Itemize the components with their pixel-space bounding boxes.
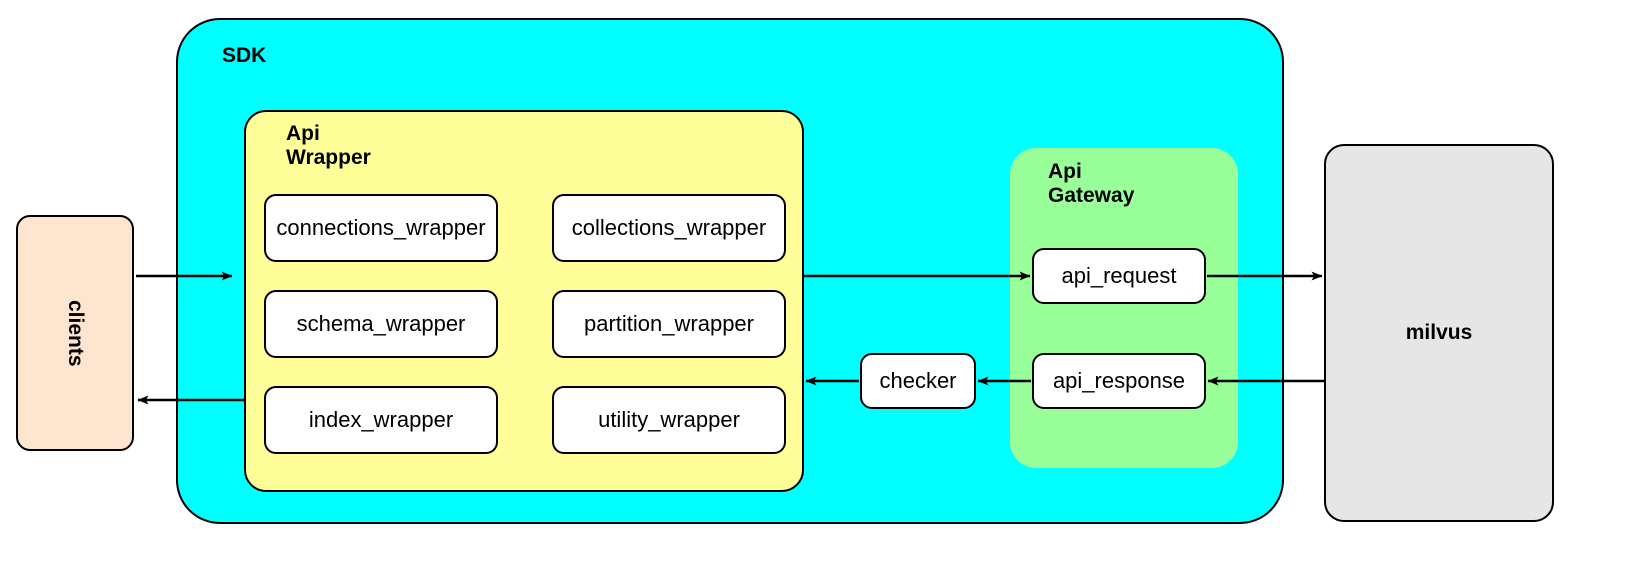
node-checker-label: checker bbox=[879, 368, 957, 393]
node-connections-wrapper-label: connections_wrapper bbox=[276, 215, 486, 240]
node-checker[interactable]: checker bbox=[860, 353, 976, 409]
node-collections-wrapper[interactable]: collections_wrapper bbox=[552, 194, 786, 262]
node-clients[interactable]: clients bbox=[16, 215, 134, 451]
node-api-request[interactable]: api_request bbox=[1032, 248, 1206, 304]
node-milvus[interactable]: milvus bbox=[1324, 144, 1554, 522]
node-partition-wrapper[interactable]: partition_wrapper bbox=[552, 290, 786, 358]
node-api-response-label: api_response bbox=[1052, 368, 1186, 393]
container-sdk-label: SDK bbox=[222, 44, 267, 67]
node-collections-wrapper-label: collections_wrapper bbox=[571, 215, 767, 240]
node-schema-wrapper[interactable]: schema_wrapper bbox=[264, 290, 498, 358]
container-api-gateway-label: Api Gateway bbox=[1048, 160, 1135, 208]
node-connections-wrapper[interactable]: connections_wrapper bbox=[264, 194, 498, 262]
node-schema-wrapper-label: schema_wrapper bbox=[296, 311, 466, 336]
container-api-gateway[interactable]: Api Gateway bbox=[1010, 148, 1238, 468]
node-partition-wrapper-label: partition_wrapper bbox=[584, 311, 754, 336]
container-api-wrapper-label: Api Wrapper bbox=[286, 122, 371, 170]
node-milvus-label: milvus bbox=[1405, 321, 1473, 344]
node-clients-label: clients bbox=[64, 299, 87, 367]
node-api-request-label: api_request bbox=[1061, 263, 1177, 288]
node-index-wrapper[interactable]: index_wrapper bbox=[264, 386, 498, 454]
node-utility-wrapper-label: utility_wrapper bbox=[598, 407, 740, 432]
node-index-wrapper-label: index_wrapper bbox=[308, 407, 454, 432]
node-utility-wrapper[interactable]: utility_wrapper bbox=[552, 386, 786, 454]
node-api-response[interactable]: api_response bbox=[1032, 353, 1206, 409]
